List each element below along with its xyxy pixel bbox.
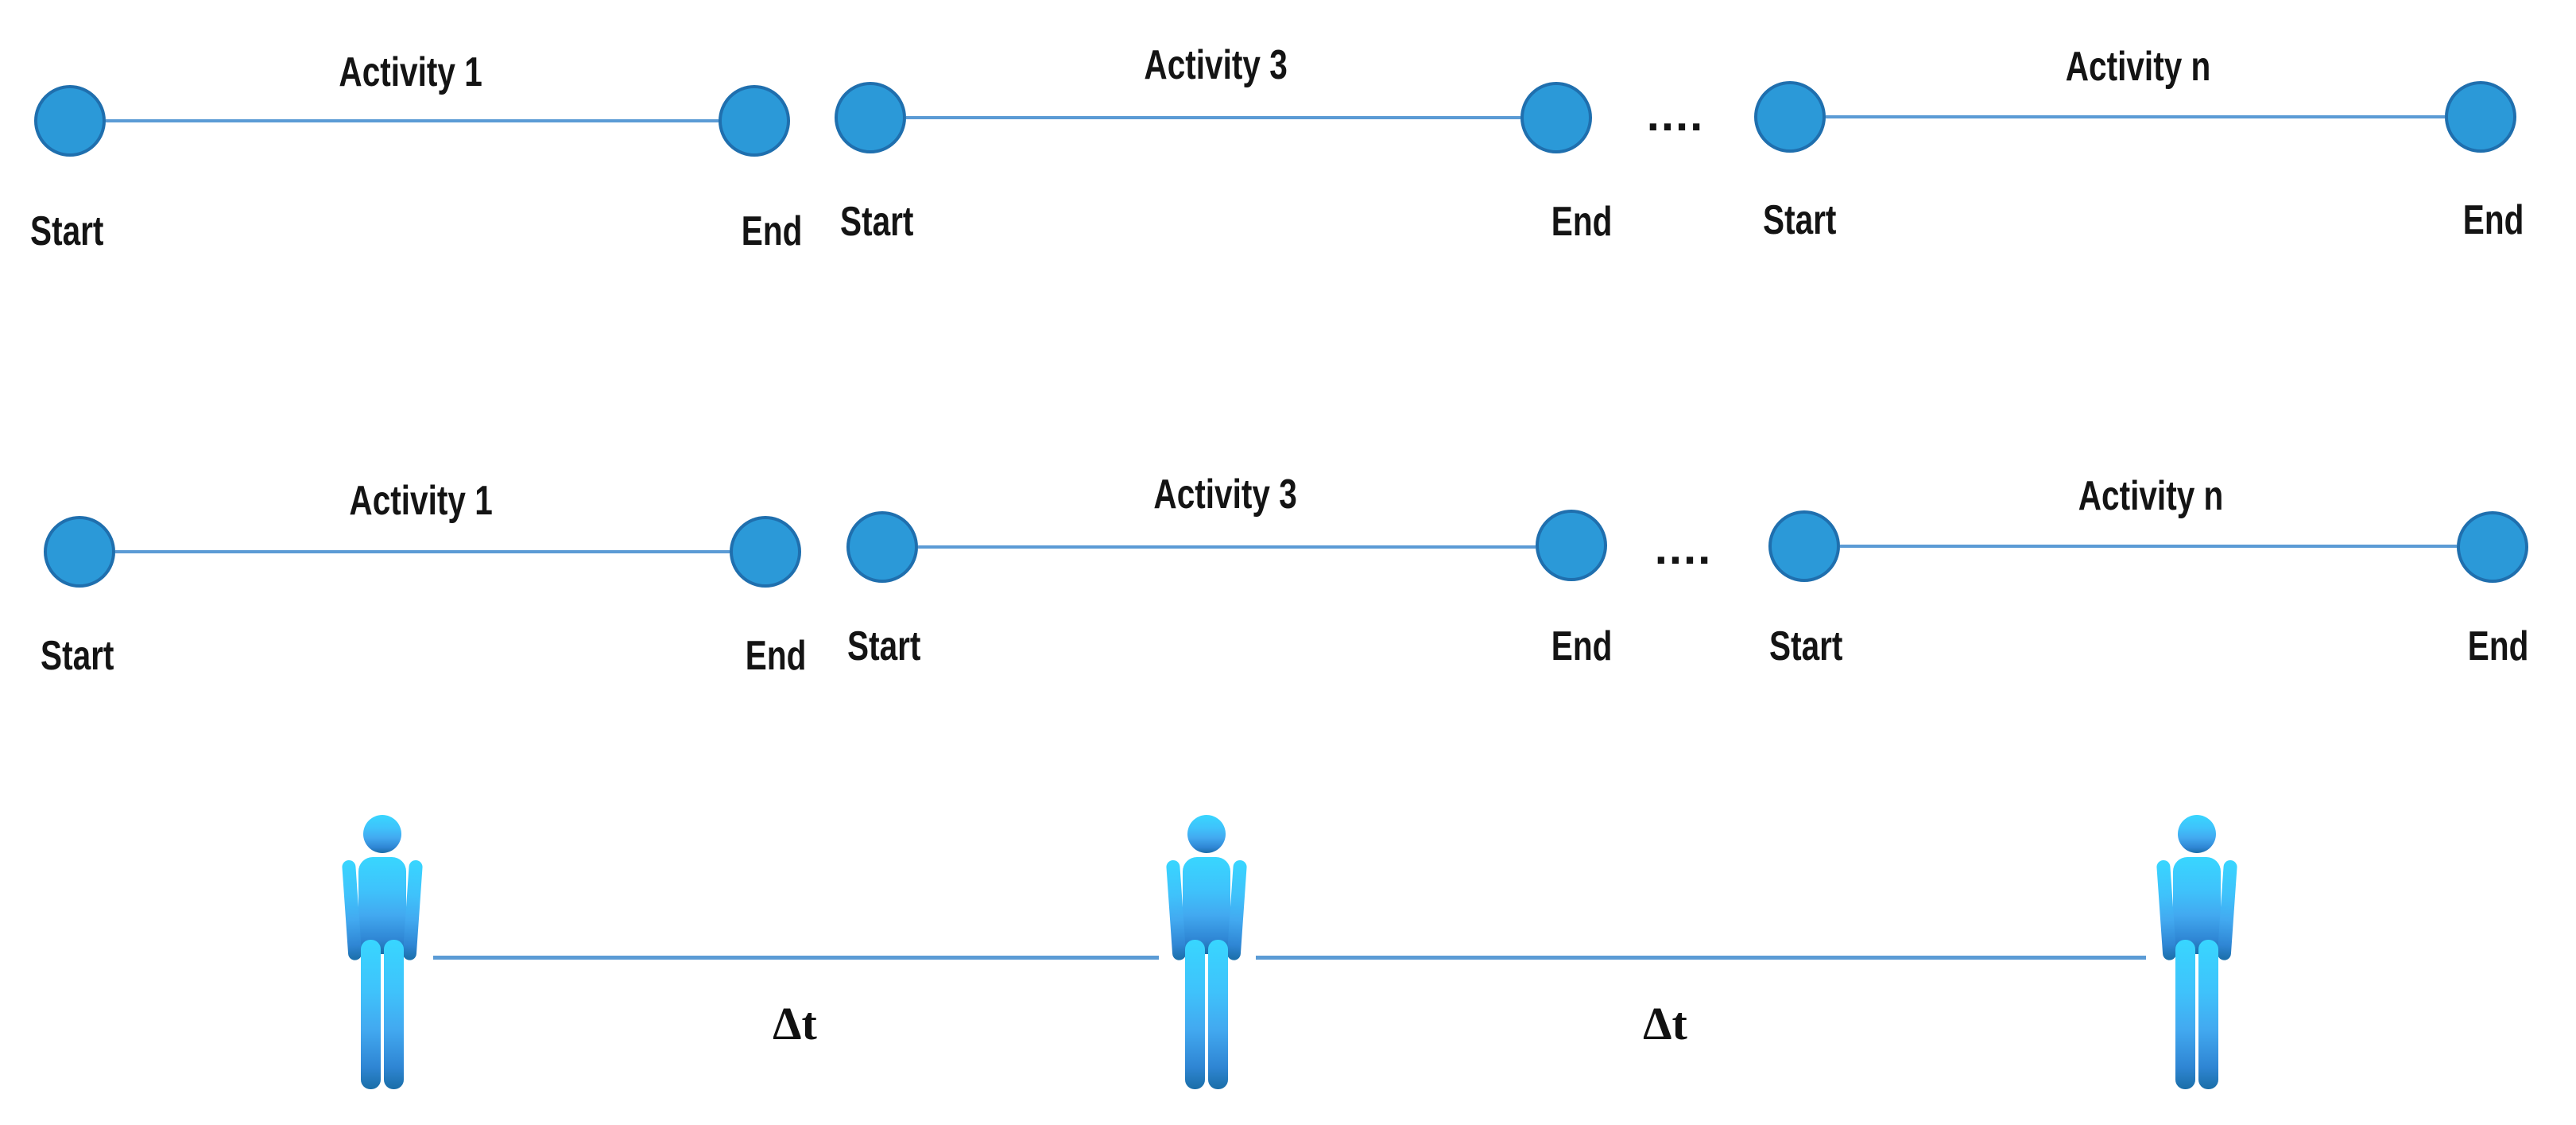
row1-activityn-connector bbox=[1826, 115, 2445, 118]
row2-activity3-end-label: End bbox=[1462, 623, 1701, 670]
row2-activity3-start-node bbox=[846, 511, 918, 583]
row1-activity3-start-text: Start bbox=[839, 199, 914, 245]
person-icon bbox=[2156, 815, 2237, 1089]
row2-activity3-connector bbox=[918, 545, 1536, 549]
row1-activity3-end-node bbox=[1520, 82, 1592, 153]
row2-activity3-title: Activity 3 bbox=[1106, 471, 1345, 518]
row1-activityn-end-label: End bbox=[2374, 196, 2576, 244]
row1-activity1-connector bbox=[106, 119, 719, 122]
row1-activity1-start-node bbox=[34, 85, 106, 157]
delta-t-label-2: Δt bbox=[1643, 998, 1687, 1049]
row2-activity3-end-text: End bbox=[1551, 623, 1613, 669]
row2-activityn-title-text: Activity n bbox=[2078, 473, 2224, 519]
row2-activity1-end-label: End bbox=[657, 632, 895, 680]
row1-activity1-title-text: Activity 1 bbox=[339, 49, 483, 95]
row2-activityn-end-label: End bbox=[2379, 623, 2576, 670]
row2-ellipsis: .... bbox=[1654, 522, 1713, 574]
row2-activity1-end-node bbox=[730, 516, 801, 588]
row2-activityn-connector bbox=[1840, 545, 2457, 548]
row2-activity1-end-text: End bbox=[745, 633, 807, 679]
row1-activity3-end-text: End bbox=[1551, 199, 1613, 245]
row1-activity1-start-text: Start bbox=[29, 208, 104, 254]
row2-activity3-start-text: Start bbox=[846, 623, 921, 669]
row2-activity1-start-node bbox=[44, 516, 115, 588]
row1-activityn-start-label: Start bbox=[1680, 196, 1919, 244]
row1-activityn-title: Activity n bbox=[2019, 43, 2257, 91]
row1-activity3-title-text: Activity 3 bbox=[1144, 42, 1288, 88]
row1-activityn-end-text: End bbox=[2462, 197, 2524, 243]
row1-activity1-end-node bbox=[719, 85, 790, 157]
row1-activity3-connector bbox=[906, 116, 1520, 119]
row1-activity1-title: Activity 1 bbox=[292, 48, 530, 96]
row1-activity3-start-node bbox=[835, 82, 906, 153]
person-interval-line-1 bbox=[433, 956, 1159, 960]
row1-activity1-end-label: End bbox=[653, 208, 891, 255]
person-icon bbox=[1166, 815, 1247, 1089]
row2-activity3-title-text: Activity 3 bbox=[1153, 471, 1298, 518]
row1-activity3-end-label: End bbox=[1462, 198, 1701, 246]
row2-activityn-start-text: Start bbox=[1768, 623, 1843, 669]
row1-ellipsis: .... bbox=[1646, 89, 1705, 141]
row1-activity1-end-text: End bbox=[741, 208, 803, 254]
row1-activityn-title-text: Activity n bbox=[2065, 44, 2211, 90]
row1-activity3-start-label: Start bbox=[757, 198, 996, 246]
row1-activity3-title: Activity 3 bbox=[1097, 41, 1335, 89]
row2-activityn-start-node bbox=[1768, 510, 1840, 582]
row2-activity1-start-text: Start bbox=[40, 633, 114, 679]
row2-activity1-connector bbox=[115, 550, 730, 553]
delta-t-label-1: Δt bbox=[773, 998, 817, 1049]
row1-activity1-start-label: Start bbox=[0, 208, 186, 255]
person-interval-line-2 bbox=[1256, 956, 2146, 960]
row2-activity1-title-text: Activity 1 bbox=[349, 478, 494, 524]
row2-activity3-end-node bbox=[1536, 510, 1607, 581]
row2-activityn-end-text: End bbox=[2467, 623, 2529, 669]
row1-activityn-end-node bbox=[2445, 81, 2516, 153]
row2-activityn-title: Activity n bbox=[2032, 472, 2270, 520]
row2-activity1-start-label: Start bbox=[0, 632, 196, 680]
person-icon bbox=[342, 815, 423, 1089]
row1-activityn-start-text: Start bbox=[1762, 197, 1837, 243]
row2-activity3-start-label: Start bbox=[765, 623, 1003, 670]
row2-activityn-start-label: Start bbox=[1687, 623, 1925, 670]
row2-activity1-title: Activity 1 bbox=[302, 477, 540, 525]
row2-activityn-end-node bbox=[2457, 511, 2528, 583]
row1-activityn-start-node bbox=[1754, 81, 1826, 153]
